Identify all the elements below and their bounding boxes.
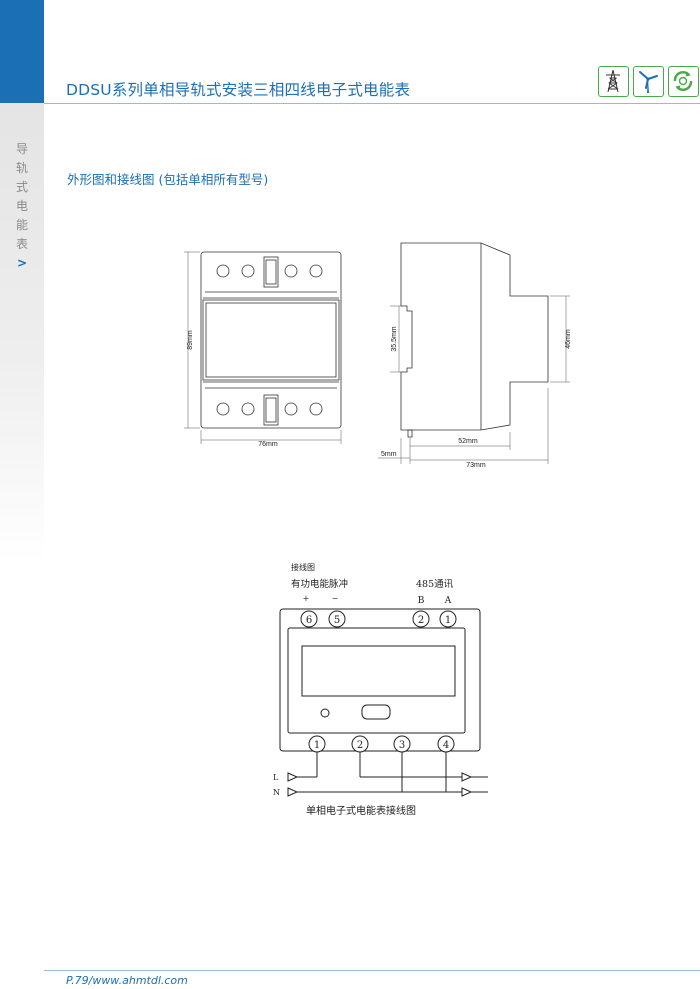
section-title: 外形图和接线图 (包括单相所有型号) xyxy=(67,172,269,187)
wind-turbine-icon xyxy=(633,66,664,97)
terminal-label: 2 xyxy=(418,615,424,626)
terminal-label: 1 xyxy=(445,615,451,626)
front-view xyxy=(200,251,342,429)
b-label: B xyxy=(418,596,425,606)
dim-52: 52mm xyxy=(458,438,478,445)
dim-front-depth: 46mm xyxy=(565,329,572,349)
side-char: 电 xyxy=(15,199,28,213)
dim-5: 5mm xyxy=(381,451,397,458)
comm-label: 485通讯 xyxy=(416,579,454,590)
footer-page-info[interactable]: P.79/www.ahmtdl.com xyxy=(66,974,188,987)
side-char: 能 xyxy=(15,218,28,232)
meter-body xyxy=(279,608,481,752)
page-title: DDSU系列单相导轨式安装三相四线电子式电能表 xyxy=(66,81,411,99)
arrow-l-out xyxy=(461,772,473,782)
side-char: 式 xyxy=(15,180,28,194)
recycle-energy-icon xyxy=(668,66,699,97)
header-divider xyxy=(44,103,700,104)
side-dimension-lines xyxy=(378,295,570,464)
pulse-port xyxy=(361,704,391,720)
dim-rail: 35.5mm xyxy=(391,326,398,351)
terminal-bottom xyxy=(393,735,411,753)
terminal-bottom xyxy=(437,735,455,753)
terminal-top xyxy=(439,610,457,628)
l-label: L xyxy=(273,773,279,782)
arrow-n-in xyxy=(287,787,299,797)
meter-inner-panel xyxy=(287,627,466,734)
n-label: N xyxy=(273,788,280,797)
dim-height: 89mm xyxy=(187,330,194,350)
terminal-label: 3 xyxy=(399,740,405,751)
terminal-bottom xyxy=(351,735,369,753)
terminal-label: 6 xyxy=(306,615,312,626)
terminal-bottom xyxy=(308,735,326,753)
terminal-top xyxy=(412,610,430,628)
dim-73: 73mm xyxy=(466,462,486,469)
terminal-label: 5 xyxy=(334,615,340,626)
chevron-right-icon[interactable]: > xyxy=(16,256,28,270)
side-char: 轨 xyxy=(15,161,28,175)
minus-label: − xyxy=(332,594,339,603)
wiring-caption-bottom: 单相电子式电能表接线图 xyxy=(306,804,416,817)
side-view xyxy=(400,242,549,438)
footer-divider xyxy=(44,970,700,971)
dim-width: 76mm xyxy=(258,441,278,448)
plus-label: + xyxy=(303,594,310,603)
meter-display xyxy=(301,645,456,697)
a-label: A xyxy=(444,596,452,606)
side-tab xyxy=(0,103,44,563)
wiring-caption-top: 接线图 xyxy=(291,562,315,572)
terminal-label: 4 xyxy=(443,740,449,751)
led-indicator xyxy=(320,708,330,718)
side-category[interactable]: 导 轨 式 电 能 表 > xyxy=(0,140,44,273)
power-tower-icon xyxy=(598,66,629,97)
corner-block xyxy=(0,0,44,103)
side-char: 导 xyxy=(15,142,28,156)
terminal-label: 1 xyxy=(314,740,320,751)
wiring-diagram: 接线图 有功电能脉冲 485通讯 + − B A 6 xyxy=(273,562,488,817)
arrow-n-out xyxy=(461,787,473,797)
terminal-top xyxy=(300,610,318,628)
arrow-l-in xyxy=(287,772,299,782)
terminal-label: 2 xyxy=(357,740,363,751)
terminal-top xyxy=(328,610,346,628)
side-char: 表 xyxy=(15,237,28,251)
pulse-label: 有功电能脉冲 xyxy=(291,578,348,590)
front-dimension-lines xyxy=(184,251,342,444)
